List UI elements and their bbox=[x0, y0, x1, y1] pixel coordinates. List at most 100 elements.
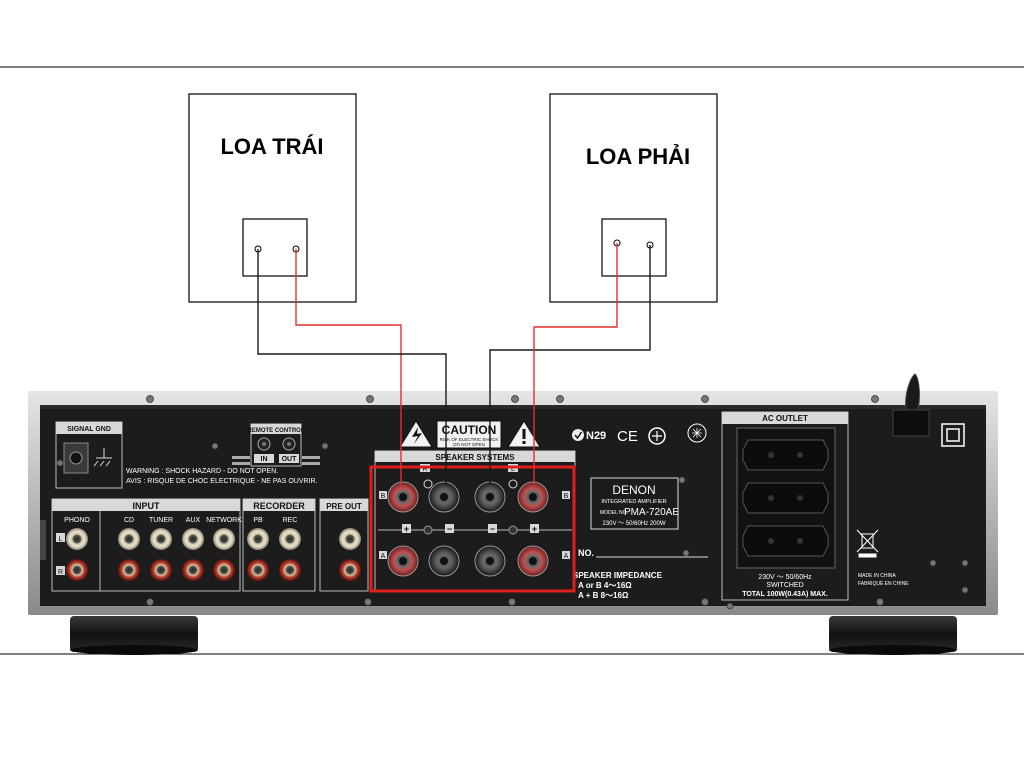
right-speaker: LOA PHẢI bbox=[549, 93, 718, 303]
rca-jack-aux-l[interactable] bbox=[182, 528, 204, 550]
ac-socket-3[interactable] bbox=[742, 525, 829, 557]
binding-post-l-a-negative[interactable] bbox=[474, 545, 506, 577]
power-rating: 230V ～ 50/60Hz 200W bbox=[602, 521, 665, 527]
ac-outlet-switched: SWITCHED bbox=[766, 582, 803, 589]
rca-jacks bbox=[66, 528, 361, 581]
power-cord bbox=[892, 373, 930, 437]
ac-outlet-voltage: 230V ～ 50/60Hz bbox=[758, 574, 812, 581]
binding-post-l-a-positive[interactable] bbox=[517, 545, 549, 577]
binding-post-r-b-negative[interactable] bbox=[428, 481, 460, 513]
ac-socket-1[interactable] bbox=[742, 439, 829, 471]
brand-label: DENON bbox=[612, 483, 655, 497]
model-prefix-label: MODEL NO. bbox=[600, 510, 628, 516]
ac-outlet-total: TOTAL 100W(0.43A) MAX. bbox=[742, 591, 828, 598]
rca-jack-rec-r[interactable] bbox=[279, 559, 301, 581]
right-speaker-terminal-box bbox=[601, 218, 667, 277]
binding-posts bbox=[387, 481, 549, 577]
binding-post-r-b-positive[interactable] bbox=[387, 481, 419, 513]
jack-label-cd: CD bbox=[124, 517, 134, 524]
ground-symbol-icon bbox=[93, 448, 112, 467]
rca-jack-tuner-l[interactable] bbox=[150, 528, 172, 550]
binding-post-l-b-positive[interactable] bbox=[517, 481, 549, 513]
model-number: PMA-720AE bbox=[624, 507, 679, 518]
pre-out-label: PRE OUT bbox=[326, 502, 362, 511]
rca-jack-rec-l[interactable] bbox=[279, 528, 301, 550]
rca-jack-tuner-r[interactable] bbox=[150, 559, 172, 581]
polarity-minus-2: − bbox=[490, 524, 495, 534]
speaker-wires bbox=[257, 243, 651, 485]
jack-label-phono: PHONO bbox=[64, 517, 90, 524]
rca-jack-phono-l[interactable] bbox=[66, 528, 88, 550]
speaker-row-b-right: B bbox=[564, 493, 569, 500]
left-speaker-label: LOA TRÁI bbox=[220, 134, 323, 159]
binding-post-r-a-positive[interactable] bbox=[387, 545, 419, 577]
made-in-china-label: MADE IN CHINA bbox=[858, 573, 896, 579]
jack-label-rec: REC bbox=[283, 517, 298, 524]
rca-jack-preout-r[interactable] bbox=[339, 559, 361, 581]
ce-mark-label: CE bbox=[617, 428, 638, 445]
wire-left-positive bbox=[295, 249, 402, 485]
recorder-group-label: RECORDER bbox=[253, 501, 305, 511]
certification-check-icon bbox=[572, 429, 584, 441]
left-speaker: LOA TRÁI bbox=[188, 93, 357, 303]
speaker-row-a-left: A bbox=[381, 553, 386, 560]
rca-jack-pb-r[interactable] bbox=[247, 559, 269, 581]
remote-in-label: IN bbox=[261, 456, 268, 463]
ac-socket-2[interactable] bbox=[742, 482, 829, 514]
rca-jack-network-r[interactable] bbox=[213, 559, 235, 581]
rca-jack-aux-r[interactable] bbox=[182, 559, 204, 581]
binding-post-l-b-negative[interactable] bbox=[474, 481, 506, 513]
weee-bin-icon bbox=[856, 529, 879, 558]
speaker-row-a-right: A bbox=[564, 553, 569, 560]
input-left-channel-label: L bbox=[59, 536, 63, 543]
speaker-impedance-a-plus-b: A + B 8～16Ω bbox=[578, 591, 629, 600]
polarity-plus-2: + bbox=[532, 524, 537, 534]
product-type-label: INTEGRATED AMPLIFIER bbox=[601, 499, 666, 505]
serial-number-label: NO. bbox=[578, 548, 594, 558]
right-speaker-label: LOA PHẢI bbox=[586, 144, 690, 169]
amplifier-foot-right bbox=[829, 616, 957, 655]
ac-outlet-label: AC OUTLET bbox=[762, 414, 808, 423]
remote-out-label: OUT bbox=[282, 456, 298, 463]
amplifier-rear-panel: SIGNAL GND WARNING : SHOCK HAZARD - DO N… bbox=[28, 373, 998, 615]
binding-post-r-a-negative[interactable] bbox=[428, 545, 460, 577]
caution-line1: RISK OF ELECTRIC SHOCK bbox=[440, 437, 499, 442]
rca-jack-preout-l[interactable] bbox=[339, 528, 361, 550]
polarity-minus-1: − bbox=[447, 524, 452, 534]
speaker-systems-label: SPEAKER SYSTEMS bbox=[435, 453, 515, 462]
jack-label-pb: PB bbox=[253, 517, 263, 524]
jack-label-network: NETWORK bbox=[206, 517, 242, 524]
rca-jack-phono-r[interactable] bbox=[66, 559, 88, 581]
jack-label-tuner: TUNER bbox=[149, 517, 173, 524]
chassis-screws bbox=[56, 395, 969, 610]
polarity-plus-1: + bbox=[404, 524, 409, 534]
caution-line2: DO NOT OPEN bbox=[453, 442, 484, 447]
rca-jack-cd-l[interactable] bbox=[118, 528, 140, 550]
speaker-channel-r-label: R bbox=[422, 466, 427, 473]
wire-right-positive bbox=[533, 243, 618, 485]
speaker-terminals-highlight-box bbox=[369, 465, 576, 593]
amplifier-feet bbox=[70, 616, 957, 655]
double-insulation-icon bbox=[941, 423, 965, 447]
speaker-impedance-title: SPEAKER IMPEDANCE bbox=[573, 571, 663, 580]
cert-n29-label: N29 bbox=[586, 430, 606, 442]
input-right-channel-label: R bbox=[58, 569, 63, 576]
rca-jack-pb-l[interactable] bbox=[247, 528, 269, 550]
caution-title: CAUTION bbox=[442, 423, 497, 437]
wire-left-negative bbox=[257, 249, 447, 485]
speaker-impedance-a-or-b: A or B 4～16Ω bbox=[578, 581, 632, 590]
signal-gnd-label: SIGNAL GND bbox=[67, 426, 111, 433]
model-badge bbox=[590, 477, 679, 530]
shock-warning-fr: AVIS : RISQUE DE CHOC ELECTRIQUE - NE PA… bbox=[126, 478, 318, 485]
safety-mark-icon bbox=[687, 423, 707, 443]
amplifier-foot-left bbox=[70, 616, 198, 655]
jack-label-aux: AUX bbox=[186, 517, 201, 524]
speaker-row-b-left: B bbox=[381, 493, 386, 500]
rca-jack-network-l[interactable] bbox=[213, 528, 235, 550]
made-in-china-fr-label: FABRIQUÉ EN CHINE bbox=[858, 580, 909, 587]
remote-control-label: REMOTE CONTROL bbox=[248, 428, 305, 434]
wire-right-negative bbox=[489, 245, 651, 485]
pct-mark-icon bbox=[648, 427, 666, 445]
speaker-channel-l-label: L bbox=[511, 466, 515, 473]
rca-jack-cd-r[interactable] bbox=[118, 559, 140, 581]
